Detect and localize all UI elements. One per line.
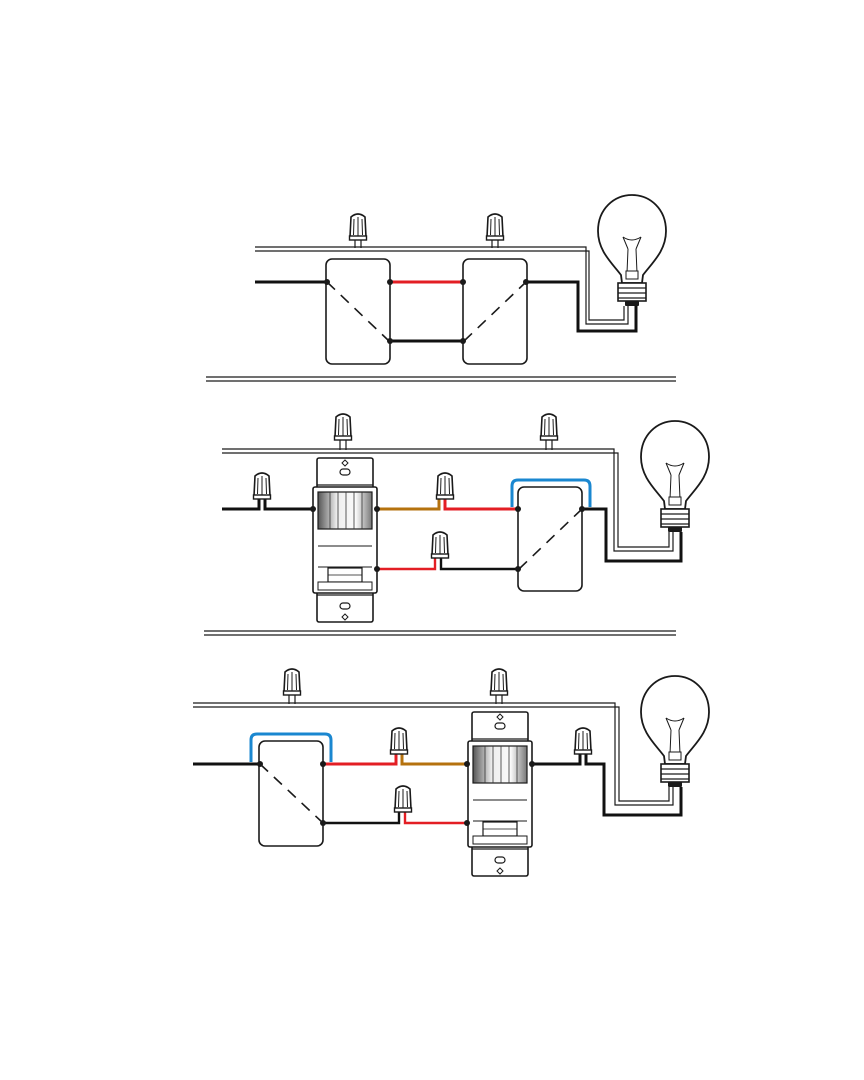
hot-wire xyxy=(441,556,518,569)
diagram-3 xyxy=(193,669,709,876)
wire-nut-icon xyxy=(491,669,508,695)
wire-nut-icon xyxy=(395,786,412,812)
wire-nut-icon xyxy=(284,669,301,695)
sensor-lead-wire xyxy=(377,497,439,509)
traveler-wire xyxy=(445,497,518,509)
traveler-wire xyxy=(405,810,469,823)
light-bulb-icon xyxy=(598,195,666,306)
traveler-wire xyxy=(377,556,435,569)
diagram-1 xyxy=(255,195,666,364)
wire-nut-icon xyxy=(335,414,352,440)
traveler-wire xyxy=(323,752,396,764)
light-bulb-icon xyxy=(641,421,709,532)
hot-wire xyxy=(255,282,636,341)
sensor-lead-wire xyxy=(402,752,469,764)
wire-nut-icon xyxy=(432,532,449,558)
hot-wire xyxy=(323,810,399,823)
diagram-2 xyxy=(222,414,709,622)
hot-wire xyxy=(532,752,580,764)
light-bulb-icon xyxy=(641,676,709,787)
wire-nut-icon xyxy=(437,473,454,499)
occupancy-sensor-icon xyxy=(468,712,532,876)
wire-nut-icon xyxy=(391,728,408,754)
wire-nut-icon xyxy=(541,414,558,440)
wire-nut-icon xyxy=(487,214,504,240)
occupancy-sensor-icon xyxy=(313,458,377,622)
wire-nut-icon xyxy=(254,473,271,499)
wire-nut-icon xyxy=(350,214,367,240)
wire-nut-icon xyxy=(575,728,592,754)
